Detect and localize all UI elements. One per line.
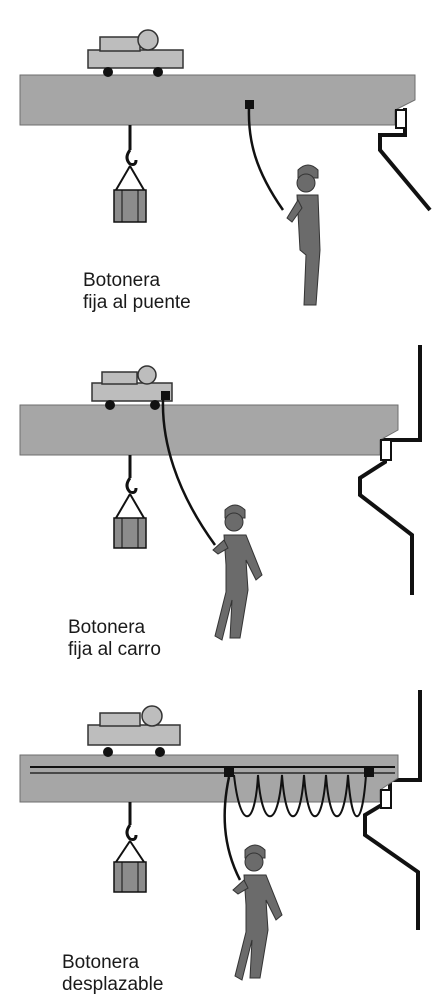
end-truck xyxy=(380,439,392,461)
trolley xyxy=(91,365,173,410)
panel-fixed-to-trolley xyxy=(19,345,422,641)
festoon-end xyxy=(364,767,374,777)
runway-structure xyxy=(358,345,422,595)
trolley xyxy=(87,705,181,757)
festoon-cable xyxy=(233,774,367,818)
caption-fixed-to-trolley: Botonera fija al carro xyxy=(68,617,161,661)
panel-fixed-to-bridge xyxy=(19,29,432,306)
caption-line-2: fija al carro xyxy=(68,639,161,660)
panel-movable xyxy=(19,690,422,981)
caption-fixed-to-bridge: Botonera fija al puente xyxy=(83,270,191,314)
pendant-cable xyxy=(161,399,217,546)
hook-load xyxy=(113,455,147,549)
pendant-anchor xyxy=(161,391,170,400)
caption-line-1: Botonera xyxy=(62,952,140,973)
caption-line-1: Botonera xyxy=(68,617,146,638)
runway-structure xyxy=(363,690,422,930)
pendant-cable xyxy=(223,776,242,881)
pendant-anchor xyxy=(245,100,254,109)
end-truck xyxy=(395,109,407,129)
operator-figure xyxy=(212,504,263,641)
hook-load xyxy=(113,802,147,893)
festoon-carrier xyxy=(224,767,234,777)
operator-figure xyxy=(286,164,321,306)
bridge-beam xyxy=(19,404,399,456)
caption-line-2: desplazable xyxy=(62,974,164,995)
bridge-beam xyxy=(19,754,399,803)
end-truck xyxy=(380,789,392,809)
operator-figure xyxy=(232,844,283,981)
hook-load xyxy=(113,125,147,223)
bridge-beam xyxy=(19,74,416,126)
caption-line-2: fija al puente xyxy=(83,292,191,313)
caption-movable: Botonera desplazable xyxy=(62,952,163,996)
pendant-cable xyxy=(247,107,285,211)
trolley xyxy=(87,29,184,77)
caption-line-1: Botonera xyxy=(83,270,161,291)
